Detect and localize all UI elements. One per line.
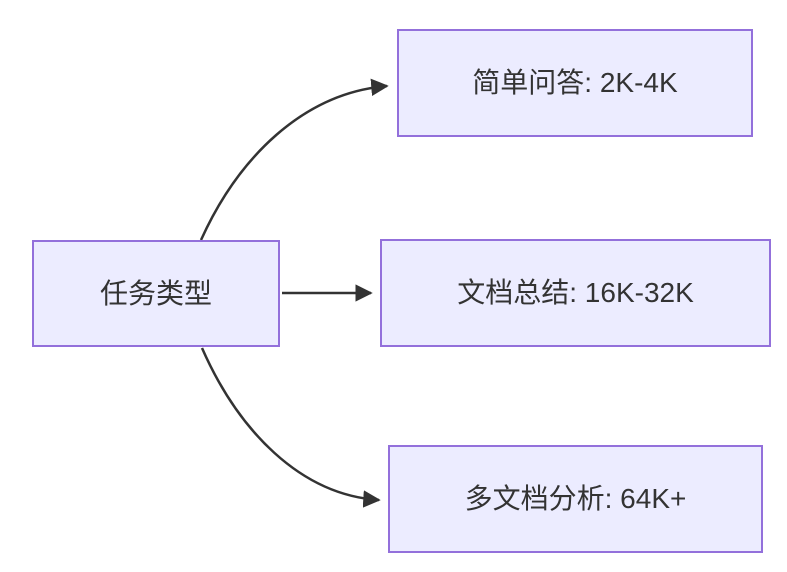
node-doc-summary: 文档总结: 16K-32K	[380, 239, 771, 347]
node-task-type: 任务类型	[32, 240, 280, 347]
edge-task-type-to-multi-doc	[200, 347, 381, 508]
node-doc-summary-label: 文档总结: 16K-32K	[457, 277, 694, 309]
node-task-type-label: 任务类型	[99, 277, 212, 309]
node-simple-qa: 简单问答: 2K-4K	[397, 29, 753, 137]
edge-task-type-to-simple-qa	[199, 78, 389, 241]
node-simple-qa-label: 简单问答: 2K-4K	[472, 67, 678, 99]
node-multi-doc-label: 多文档分析: 64K+	[464, 483, 687, 515]
node-multi-doc: 多文档分析: 64K+	[388, 445, 763, 553]
